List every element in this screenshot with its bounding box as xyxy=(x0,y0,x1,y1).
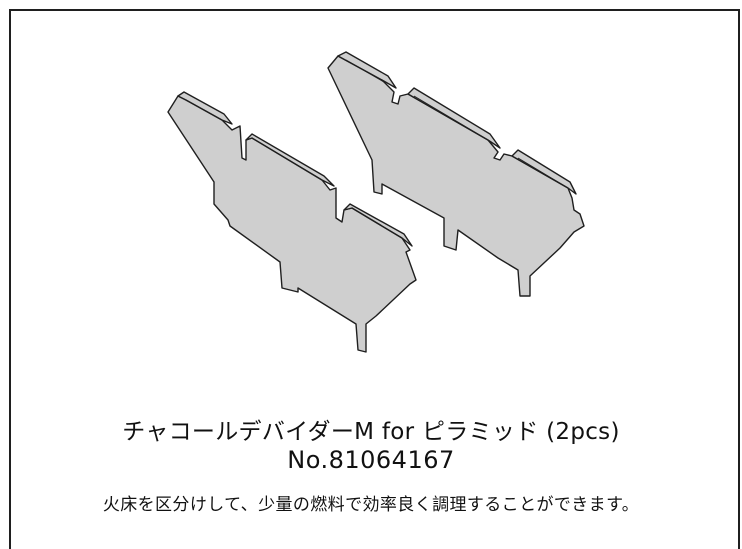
product-card-frame xyxy=(9,9,740,549)
product-title: チャコールデバイダーM for ピラミッド (2pcs) xyxy=(122,419,620,445)
product-model-number: No.81064167 xyxy=(287,446,455,474)
left-divider-plate xyxy=(167,95,417,353)
right-divider-plate xyxy=(327,55,585,297)
product-description: 火床を区分けして、少量の燃料で効率良く調理することができます。 xyxy=(102,495,640,515)
right-plate-tab-1 xyxy=(337,51,397,89)
charcoal-divider-illustration xyxy=(167,51,585,353)
